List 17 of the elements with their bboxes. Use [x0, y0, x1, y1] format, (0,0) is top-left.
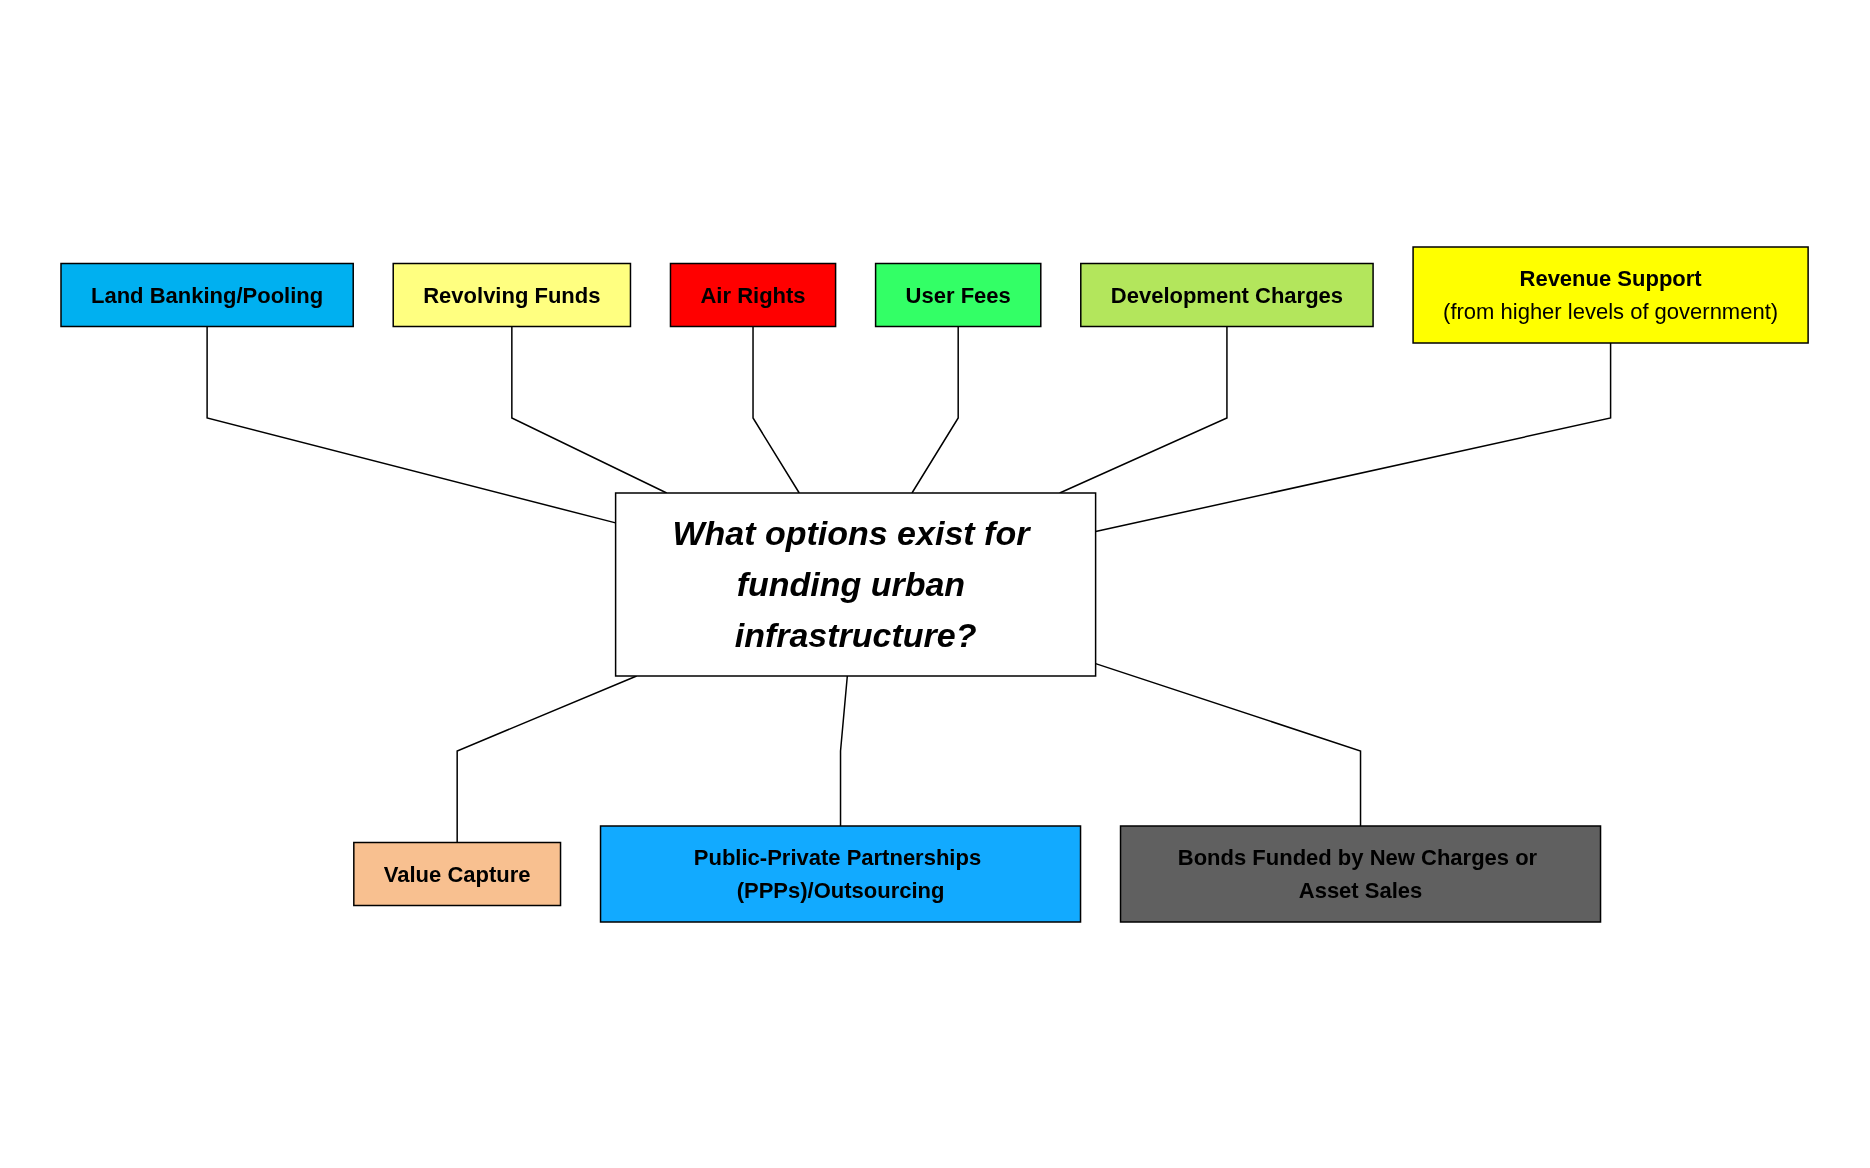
connector — [206, 325, 617, 524]
connector — [840, 674, 849, 827]
node-box: Value Capture — [353, 841, 562, 906]
node-box: Bonds Funded by New Charges or Asset Sales — [1120, 824, 1602, 923]
node-box: Revenue Support (from higher levels of government) — [1412, 245, 1810, 344]
node-box: Land Banking/Pooling — [60, 262, 355, 327]
connector — [752, 325, 801, 494]
connector — [1059, 325, 1229, 494]
connector — [456, 674, 638, 843]
node-box: Public-Private Partnerships (PPPs)/Outsourcing — [600, 824, 1082, 923]
node-box: User Fees — [875, 262, 1042, 327]
node-box: Revolving Funds — [392, 262, 632, 327]
node-box: Development Charges — [1080, 262, 1375, 327]
connector — [911, 325, 960, 494]
node-box: What options exist for funding urban infrastructure? — [615, 491, 1097, 677]
connector — [511, 325, 668, 494]
node-box: Air Rights — [670, 262, 837, 327]
